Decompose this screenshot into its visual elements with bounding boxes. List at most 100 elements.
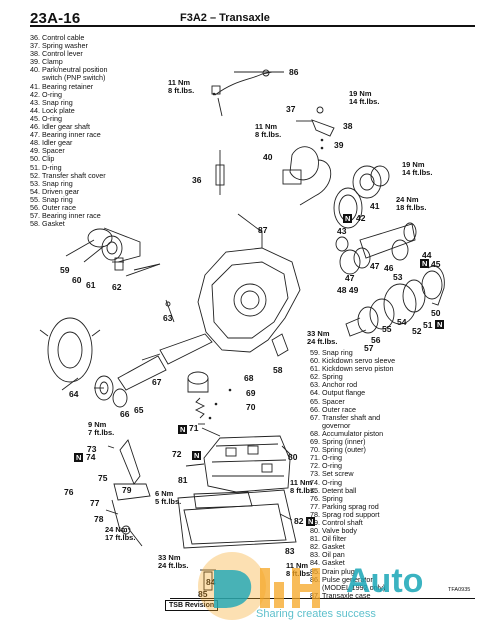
legend-row: 70.Spring (outer): [310, 445, 366, 455]
callout-40: 40: [263, 152, 273, 162]
legend-row: 66.Outer race: [310, 404, 356, 414]
legend-row: 49.Spacer: [30, 146, 65, 156]
legend-row: 74.O-ring: [310, 477, 342, 487]
callout-76: 76: [64, 487, 74, 497]
callout-80: 80: [288, 452, 298, 462]
callout-73: 73: [87, 444, 97, 454]
callout-39: 39: [334, 140, 344, 150]
callout-53: 53: [393, 272, 403, 282]
callout-66: 66: [120, 409, 130, 419]
legend-row: 84.Gasket: [310, 558, 345, 568]
callout-52: 52: [412, 326, 422, 336]
callout-75: 75: [98, 473, 108, 483]
callout-47: 47: [370, 261, 380, 271]
new-part-marker: N: [192, 451, 202, 460]
legend-row: 57.Bearing inner race: [30, 211, 101, 221]
callout-84: 84: [206, 577, 216, 587]
section-title: F3A2 – Transaxle: [180, 12, 270, 24]
legend-row: governor: [322, 420, 351, 430]
callout-59: 59: [60, 265, 70, 275]
watermark-tagline: Sharing creates success: [256, 608, 376, 620]
callout-65: 65: [134, 405, 144, 415]
callout-54: 54: [397, 317, 407, 327]
new-part-marker: N: [435, 320, 445, 329]
callout-87: 87: [258, 225, 268, 235]
callout-50: 50: [431, 308, 441, 318]
callout-47b: 47: [345, 273, 355, 283]
legend-row: 77.Parking sprag rod: [310, 501, 379, 511]
new-part-marker: N: [343, 214, 353, 223]
legend-row: 51.D-ring: [30, 162, 62, 172]
callout-63: 63: [163, 313, 173, 323]
callout-60: 60: [72, 275, 82, 285]
callout-55: 55: [382, 324, 392, 334]
legend-row: 65.Spacer: [310, 396, 345, 406]
callout-37: 37: [286, 104, 296, 114]
legend-row: 48.Idler gear: [30, 138, 73, 148]
legend-row: 56.Outer race: [30, 202, 76, 212]
new-part-marker: N: [306, 517, 316, 526]
legend-row: 58.Gasket: [30, 219, 65, 229]
callout-81: 81: [178, 475, 188, 485]
legend-row: 59.Snap ring: [310, 348, 353, 357]
callout-67: 67: [152, 377, 162, 387]
new-part-marker: N: [420, 259, 430, 268]
legend-row: 55.Snap ring: [30, 194, 73, 204]
callout-62: 62: [112, 282, 122, 292]
legend-row: 64.Output flange: [310, 388, 366, 398]
legend-row: 44.Lock plate: [30, 105, 75, 115]
callout-82: 82: [294, 516, 304, 526]
legend-row: 78.Sprag rod support: [310, 509, 380, 519]
callout-77: 77: [90, 498, 100, 508]
legend-row: 67.Transfer shaft and: [310, 412, 381, 422]
legend-row: 42.O-ring: [30, 89, 62, 99]
new-part-marker: N: [178, 425, 188, 434]
callout-68: 68: [244, 373, 254, 383]
legend-row: 39.Clamp: [30, 57, 63, 67]
legend-row: 76.Spring: [310, 493, 343, 503]
callout-41: 41: [370, 201, 380, 211]
callout-86: 86: [289, 67, 299, 77]
legend-row: 38.Control lever: [30, 49, 83, 59]
section-subtitle: Transaxle: [219, 12, 270, 24]
legend-row: 75.Detent ball: [310, 485, 357, 495]
callout-51: 51: [423, 320, 433, 330]
callout-36: 36: [192, 175, 202, 185]
legend-row: 37.Spring washer: [30, 41, 88, 51]
callout-58: 58: [273, 365, 283, 375]
legend-row: 40.Park/neutral position: [30, 65, 108, 75]
parts-legend-right: 59.Snap ring 60.Kickdown servo sleeve 61…: [310, 348, 430, 600]
legend-row: 82.Gasket: [310, 542, 345, 552]
legend-row: switch (PNP switch): [42, 73, 106, 83]
figure-id: TFA0935: [448, 587, 471, 593]
legend-row: 71.O-ring: [310, 453, 342, 463]
callout-79: 79: [122, 485, 132, 495]
legend-row: 83.Oil pan: [310, 550, 345, 560]
callout-69: 69: [246, 388, 256, 398]
header-rule: [30, 25, 475, 27]
watermark-graphic: [198, 552, 320, 620]
callout-43: 43: [337, 226, 347, 236]
callout-72: 72: [172, 449, 182, 459]
legend-row: 68.Accumulator piston: [310, 428, 384, 438]
callout-57: 57: [364, 343, 374, 353]
parts-legend-left: 36.Control cable 37.Spring washer 38.Con…: [30, 33, 160, 229]
callout-85: 85: [198, 589, 208, 599]
legend-row: 52.Transfer shaft cover: [30, 170, 106, 180]
legend-row: 53.Snap ring: [30, 178, 73, 188]
legend-row: 45.O-ring: [30, 113, 62, 123]
legend-row: 63.Anchor rod: [310, 380, 358, 390]
section-dash: –: [209, 12, 217, 24]
callout-38: 38: [343, 121, 353, 131]
legend-row: 69.Spring (inner): [310, 437, 366, 447]
callout-70: 70: [246, 402, 256, 412]
